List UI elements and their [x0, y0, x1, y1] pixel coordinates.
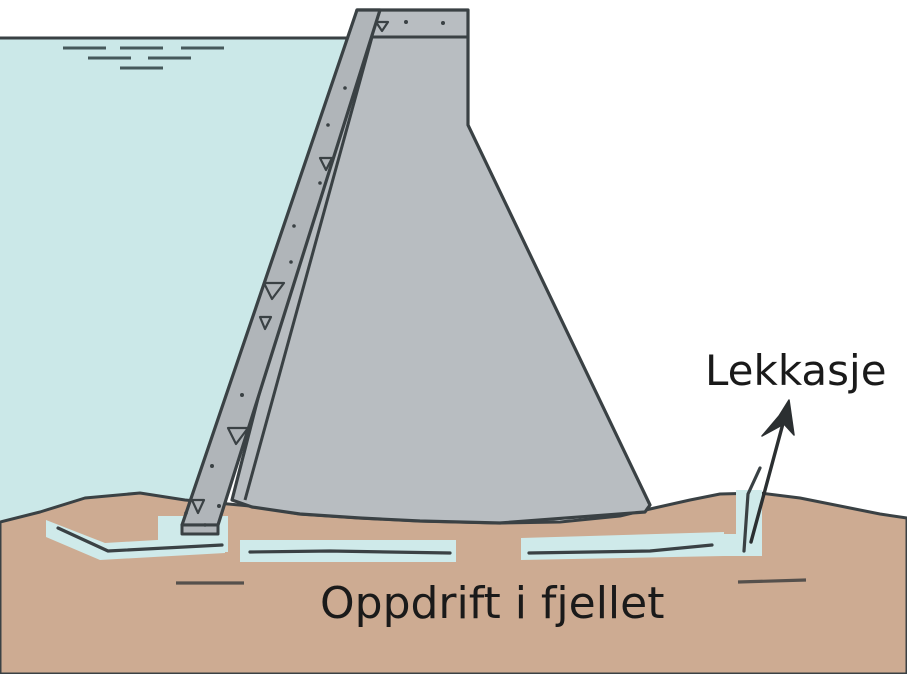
aggregate-mark	[318, 156, 334, 172]
seepage-riser	[710, 490, 762, 556]
aggregate-dot	[203, 523, 207, 527]
aggregate-dot	[289, 260, 293, 264]
aggregate-dot-group	[184, 20, 445, 527]
aggregate-dot	[210, 464, 214, 468]
uplift-label: Oppdrift i fjellet	[320, 578, 664, 629]
aggregate-dot	[240, 393, 244, 397]
aggregate-mark	[258, 315, 273, 331]
leakage-label: Lekkasje	[705, 346, 887, 395]
ground-dash-group	[176, 578, 807, 585]
reservoir-water	[0, 38, 355, 520]
water-ripple-group	[63, 46, 224, 70]
aggregate-mark	[190, 498, 206, 515]
aggregate-mark	[226, 426, 250, 446]
ground-dash	[737, 578, 807, 584]
crack-line-riser	[742, 466, 762, 553]
aggregate-mark	[374, 20, 390, 33]
aggregate-dot	[217, 504, 221, 508]
crack-line-group	[56, 466, 762, 555]
aggregate-dot	[184, 511, 188, 515]
crack-line-right	[527, 543, 714, 555]
leakage-arrow	[749, 399, 795, 544]
slab-base-foot	[180, 523, 220, 536]
leakage-arrow-shaft	[749, 414, 787, 544]
dam-inner-face-line	[243, 36, 374, 501]
leakage-arrow-head	[761, 399, 795, 437]
aggregate-dot	[343, 86, 347, 90]
aggregate-mark-group	[190, 20, 390, 515]
aggregate-dot	[318, 181, 322, 185]
crack-line-middle	[248, 549, 452, 555]
aggregate-dot	[441, 21, 445, 25]
aggregate-mark	[262, 281, 286, 301]
aggregate-dot	[404, 20, 408, 24]
aggregate-dot	[326, 123, 330, 127]
aggregate-dot	[292, 224, 296, 228]
crack-line-left	[56, 526, 224, 553]
